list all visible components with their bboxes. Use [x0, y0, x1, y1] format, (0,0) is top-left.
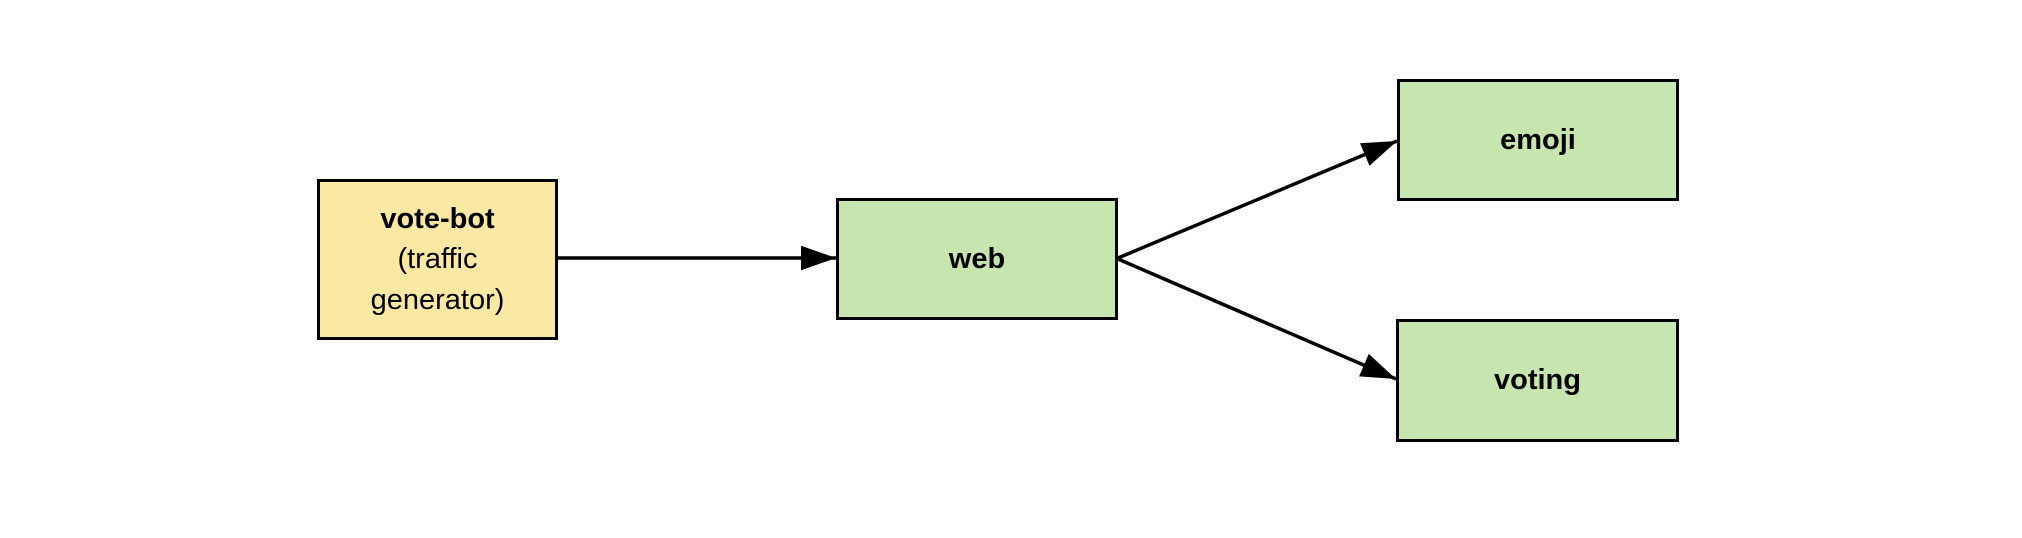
node-web: web	[836, 198, 1118, 320]
node-web-label: web	[948, 242, 1006, 275]
node-vote-bot-label: vote-bot	[380, 203, 495, 236]
edge-web-to-emoji	[1117, 139, 1398, 260]
node-voting: voting	[1396, 319, 1679, 442]
node-vote-bot: vote-bot (traffic generator)	[317, 179, 558, 340]
node-emoji-label: emoji	[1500, 123, 1576, 156]
node-voting-label: voting	[1494, 364, 1581, 397]
node-vote-bot-sublabel-line1: (traffic	[397, 243, 478, 276]
edge-web-to-voting	[1117, 257, 1397, 381]
node-emoji: emoji	[1397, 79, 1679, 201]
node-vote-bot-sublabel-line2: generator)	[370, 283, 505, 316]
